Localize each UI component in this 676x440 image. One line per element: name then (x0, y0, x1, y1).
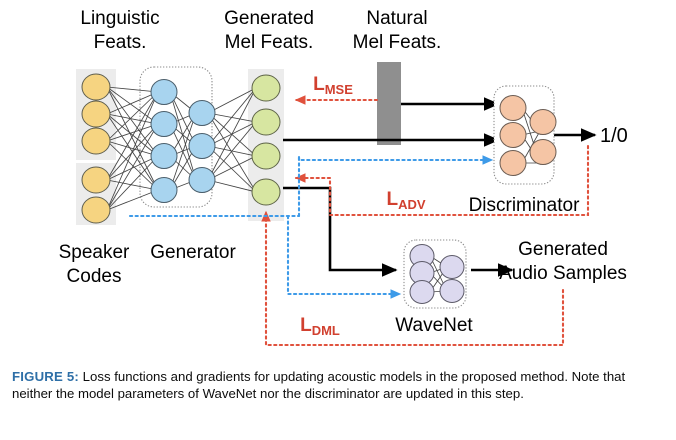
backprop-path-to-wavenet (286, 214, 402, 299)
gradient-path-dml (261, 210, 565, 347)
gradient-path-adv (294, 144, 590, 217)
figure-caption-text: Loss functions and gradients for updatin… (12, 369, 626, 402)
label-speaker-codes: Speaker Codes (59, 242, 130, 287)
wavenet-nodes (409, 244, 465, 304)
loss-mse-base: L (313, 74, 325, 95)
svg-text:LMSE: LMSE (313, 74, 353, 97)
generated-audio-line2: Audio Samples (499, 263, 627, 284)
discriminator-label: Discriminator (469, 195, 581, 216)
loss-dml-sub: DML (312, 323, 340, 338)
architecture-diagram: Linguistic Feats. Generated Mel Feats. N… (59, 8, 628, 347)
natural-mel-line1: Natural (366, 8, 427, 29)
figure-number-label: FIGURE 5: (12, 369, 80, 384)
loss-dml-label: LDML (300, 315, 340, 338)
natural-mel-bar (377, 62, 401, 145)
loss-adv-sub: ADV (398, 197, 426, 212)
wavenet-label: WaveNet (395, 315, 473, 336)
speaker-codes-nodes (81, 166, 111, 224)
generated-mel-line1: Generated (224, 8, 314, 29)
linguistic-feats-line2: Feats. (94, 32, 147, 53)
generator-hidden-layer-2-nodes (188, 100, 216, 193)
edges-input-to-hidden1 (106, 86, 159, 211)
svg-text:LADV: LADV (386, 189, 425, 212)
figure-caption: FIGURE 5: Loss functions and gradients f… (0, 368, 676, 402)
loss-dml-base: L (300, 315, 312, 336)
backprop-path-to-discriminator (297, 155, 494, 165)
natural-mel-line2: Mel Feats. (353, 32, 442, 53)
loss-adv-label: LADV (386, 189, 425, 212)
generated-audio-line1: Generated (518, 239, 608, 260)
loss-adv-base: L (386, 189, 398, 210)
generated-mel-line2: Mel Feats. (225, 32, 314, 53)
discriminator-nodes (499, 95, 557, 176)
generator-hidden-layer-1-nodes (150, 79, 178, 203)
generator-label: Generator (150, 242, 236, 263)
speaker-codes-line1: Speaker (59, 242, 130, 263)
generated-mel-nodes (251, 74, 281, 206)
discriminator-output-label: 1/0 (600, 125, 628, 147)
label-linguistic-feats: Linguistic Feats. (80, 8, 159, 53)
arrow-generated-to-wavenet (283, 186, 398, 277)
label-natural-mel-feats: Natural Mel Feats. (353, 8, 442, 53)
linguistic-feats-line1: Linguistic (80, 8, 159, 29)
edges-hidden2-to-output (207, 87, 257, 193)
caption-divider (0, 356, 676, 357)
linguistic-feats-nodes (81, 73, 111, 155)
loss-mse-sub: MSE (325, 82, 354, 97)
speaker-codes-line2: Codes (67, 266, 122, 287)
label-generated-audio-samples: Generated Audio Samples (499, 239, 627, 284)
svg-text:LDML: LDML (300, 315, 340, 338)
loss-mse-label: LMSE (313, 74, 353, 97)
label-generated-mel-feats: Generated Mel Feats. (224, 8, 314, 53)
